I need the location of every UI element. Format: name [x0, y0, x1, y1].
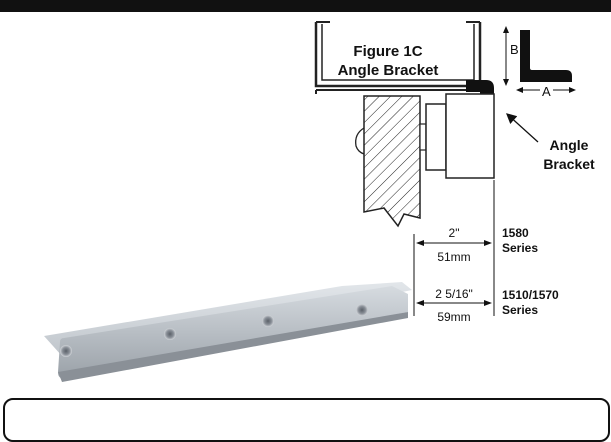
dim-1510-imperial: 2 5/16" — [435, 287, 473, 301]
series-1510-label: 1510/1570 Series — [502, 288, 559, 318]
dim-1510-metric: 59mm — [437, 310, 471, 324]
dimension-lines — [413, 180, 495, 316]
dim-1580-metric: 51mm — [437, 250, 471, 264]
armature-plate — [419, 103, 447, 171]
angle-bracket-photo — [44, 282, 412, 382]
figure-title: Figure 1C Angle Bracket — [318, 36, 458, 86]
series-1510-line2: Series — [502, 303, 539, 317]
figure-title-line2: Angle Bracket — [337, 62, 439, 79]
dim-1580-imperial: 2" — [448, 226, 460, 240]
inset-dim-a-label: A — [540, 84, 553, 99]
frame-header-channel — [314, 21, 490, 94]
callout-line2: Bracket — [543, 156, 595, 172]
series-1580-label: 1580 Series — [502, 226, 538, 256]
figure-title-line1: Figure 1C — [353, 43, 423, 60]
inset-dim-b-label: B — [510, 42, 519, 57]
diagram-canvas — [44, 21, 576, 382]
series-1580-line2: Series — [502, 241, 539, 255]
top-header-bar — [0, 0, 611, 12]
door-leaf-section — [355, 95, 421, 228]
callout-arrow — [506, 113, 539, 143]
series-1510-line1: 1510/1570 — [502, 288, 559, 302]
series-1580-line1: 1580 — [502, 226, 529, 240]
angle-bracket-section — [466, 80, 494, 96]
bottom-info-box — [3, 398, 610, 442]
callout-line1: Angle — [549, 137, 589, 153]
inset-angle-profile — [503, 26, 576, 93]
magnet-housing — [445, 93, 495, 179]
angle-bracket-callout: Angle Bracket — [534, 136, 604, 174]
